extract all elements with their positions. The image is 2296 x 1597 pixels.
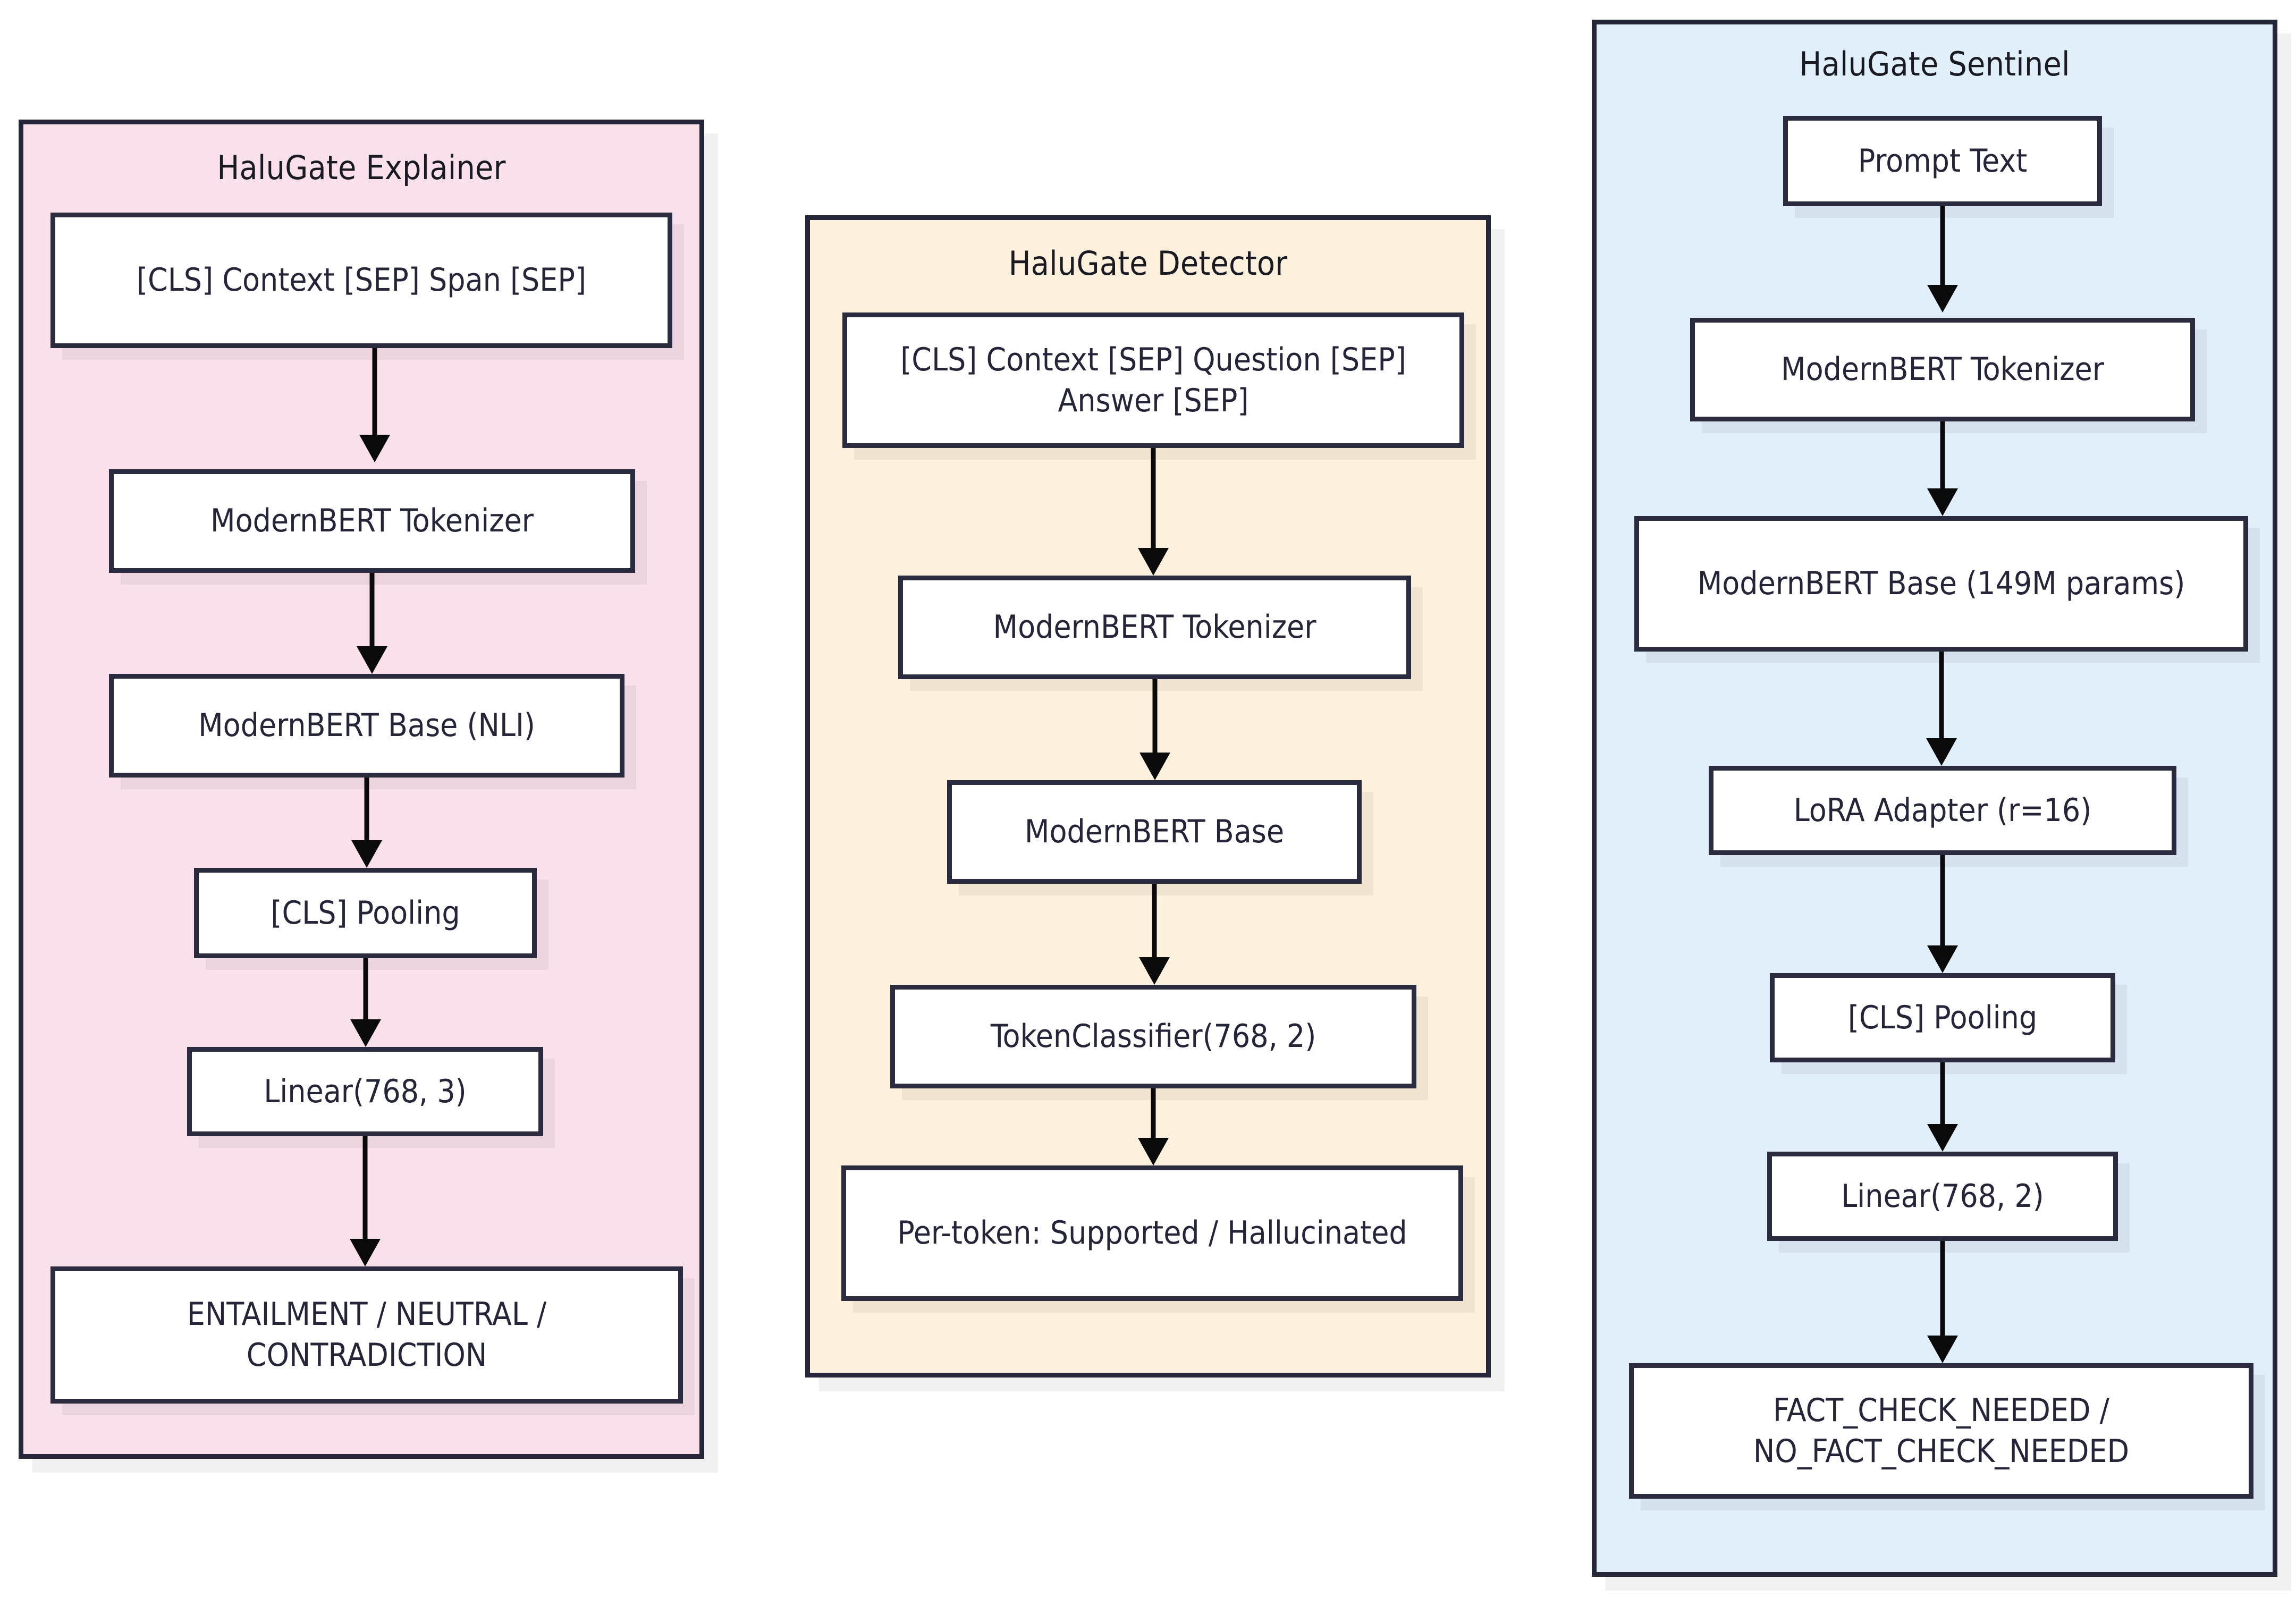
cluster-title-detector: HaluGate Detector bbox=[1008, 244, 1288, 283]
node-exp-pooling: [CLS] Pooling bbox=[194, 868, 537, 958]
node-exp-linear: Linear(768, 3) bbox=[187, 1047, 543, 1136]
node-det-classifier: TokenClassifier(768, 2) bbox=[890, 985, 1416, 1088]
arrow-sen-pooling-to-linear bbox=[1770, 1062, 2115, 1152]
node-label: [CLS] Context [SEP] Question [SEP] Answe… bbox=[900, 341, 1406, 419]
node-sen-prompt: Prompt Text bbox=[1783, 116, 2102, 206]
node-exp-base: ModernBERT Base (NLI) bbox=[109, 674, 624, 778]
node-label: ModernBERT Base (149M params) bbox=[1697, 565, 2185, 603]
arrow-sen-base-to-lora bbox=[1634, 652, 2248, 766]
node-label: [CLS] Pooling bbox=[271, 894, 460, 932]
arrow-sen-tokenizer-to-base bbox=[1690, 421, 2195, 516]
node-label: ModernBERT Tokenizer bbox=[1781, 351, 2104, 388]
arrow-sen-prompt-to-tokenizer bbox=[1783, 206, 2102, 312]
node-sen-base: ModernBERT Base (149M params) bbox=[1634, 516, 2248, 652]
arrow-exp-base-to-pooling bbox=[109, 778, 624, 868]
node-sen-tokenizer: ModernBERT Tokenizer bbox=[1690, 318, 2195, 421]
arrow-det-input-to-tokenizer bbox=[842, 448, 1464, 576]
node-exp-output: ENTAILMENT / NEUTRAL / CONTRADICTION bbox=[50, 1266, 683, 1404]
node-sen-output: FACT_CHECK_NEEDED / NO_FACT_CHECK_NEEDED bbox=[1629, 1363, 2253, 1499]
node-det-input: [CLS] Context [SEP] Question [SEP] Answe… bbox=[842, 312, 1464, 448]
node-det-tokenizer: ModernBERT Tokenizer bbox=[898, 576, 1411, 679]
arrow-sen-linear-to-output bbox=[1767, 1241, 2118, 1363]
node-label: [CLS] Pooling bbox=[1847, 999, 2038, 1036]
node-sen-pooling: [CLS] Pooling bbox=[1770, 973, 2115, 1062]
arrow-det-base-to-classifier bbox=[947, 884, 1362, 985]
arrow-exp-input-to-tokenizer bbox=[109, 348, 640, 462]
node-label: Linear(768, 2) bbox=[1841, 1177, 2044, 1215]
node-exp-input: [CLS] Context [SEP] Span [SEP] bbox=[50, 213, 672, 348]
arrow-exp-pooling-to-linear bbox=[194, 958, 537, 1047]
cluster-title-sentinel: HaluGate Sentinel bbox=[1799, 45, 2070, 83]
cluster-title-explainer: HaluGate Explainer bbox=[217, 148, 506, 187]
node-label: Per-token: Supported / Hallucinated bbox=[897, 1214, 1407, 1252]
arrow-sen-lora-to-pooling bbox=[1709, 855, 2176, 973]
arrow-det-tokenizer-to-base bbox=[898, 679, 1411, 780]
arrow-exp-linear-to-output bbox=[187, 1136, 543, 1266]
node-sen-linear: Linear(768, 2) bbox=[1767, 1152, 2118, 1241]
node-label: Linear(768, 3) bbox=[264, 1072, 467, 1110]
node-label: LoRA Adapter (r=16) bbox=[1793, 791, 2092, 829]
node-label: ModernBERT Tokenizer bbox=[993, 609, 1316, 646]
node-label: [CLS] Context [SEP] Span [SEP] bbox=[136, 261, 587, 299]
node-exp-tokenizer: ModernBERT Tokenizer bbox=[109, 469, 635, 573]
node-det-output: Per-token: Supported / Hallucinated bbox=[841, 1165, 1463, 1301]
node-label: ENTAILMENT / NEUTRAL / CONTRADICTION bbox=[187, 1296, 547, 1374]
node-label: TokenClassifier(768, 2) bbox=[990, 1018, 1316, 1055]
node-label: Prompt Text bbox=[1858, 142, 2028, 180]
node-label: FACT_CHECK_NEEDED / NO_FACT_CHECK_NEEDED bbox=[1753, 1391, 2130, 1470]
node-sen-lora: LoRA Adapter (r=16) bbox=[1709, 766, 2176, 855]
node-det-base: ModernBERT Base bbox=[947, 780, 1362, 884]
node-label: ModernBERT Base (NLI) bbox=[198, 707, 535, 745]
node-label: ModernBERT Base bbox=[1024, 813, 1285, 851]
arrow-det-classifier-to-output bbox=[890, 1088, 1416, 1165]
node-label: ModernBERT Tokenizer bbox=[210, 502, 534, 540]
arrow-exp-tokenizer-to-base bbox=[109, 573, 635, 674]
